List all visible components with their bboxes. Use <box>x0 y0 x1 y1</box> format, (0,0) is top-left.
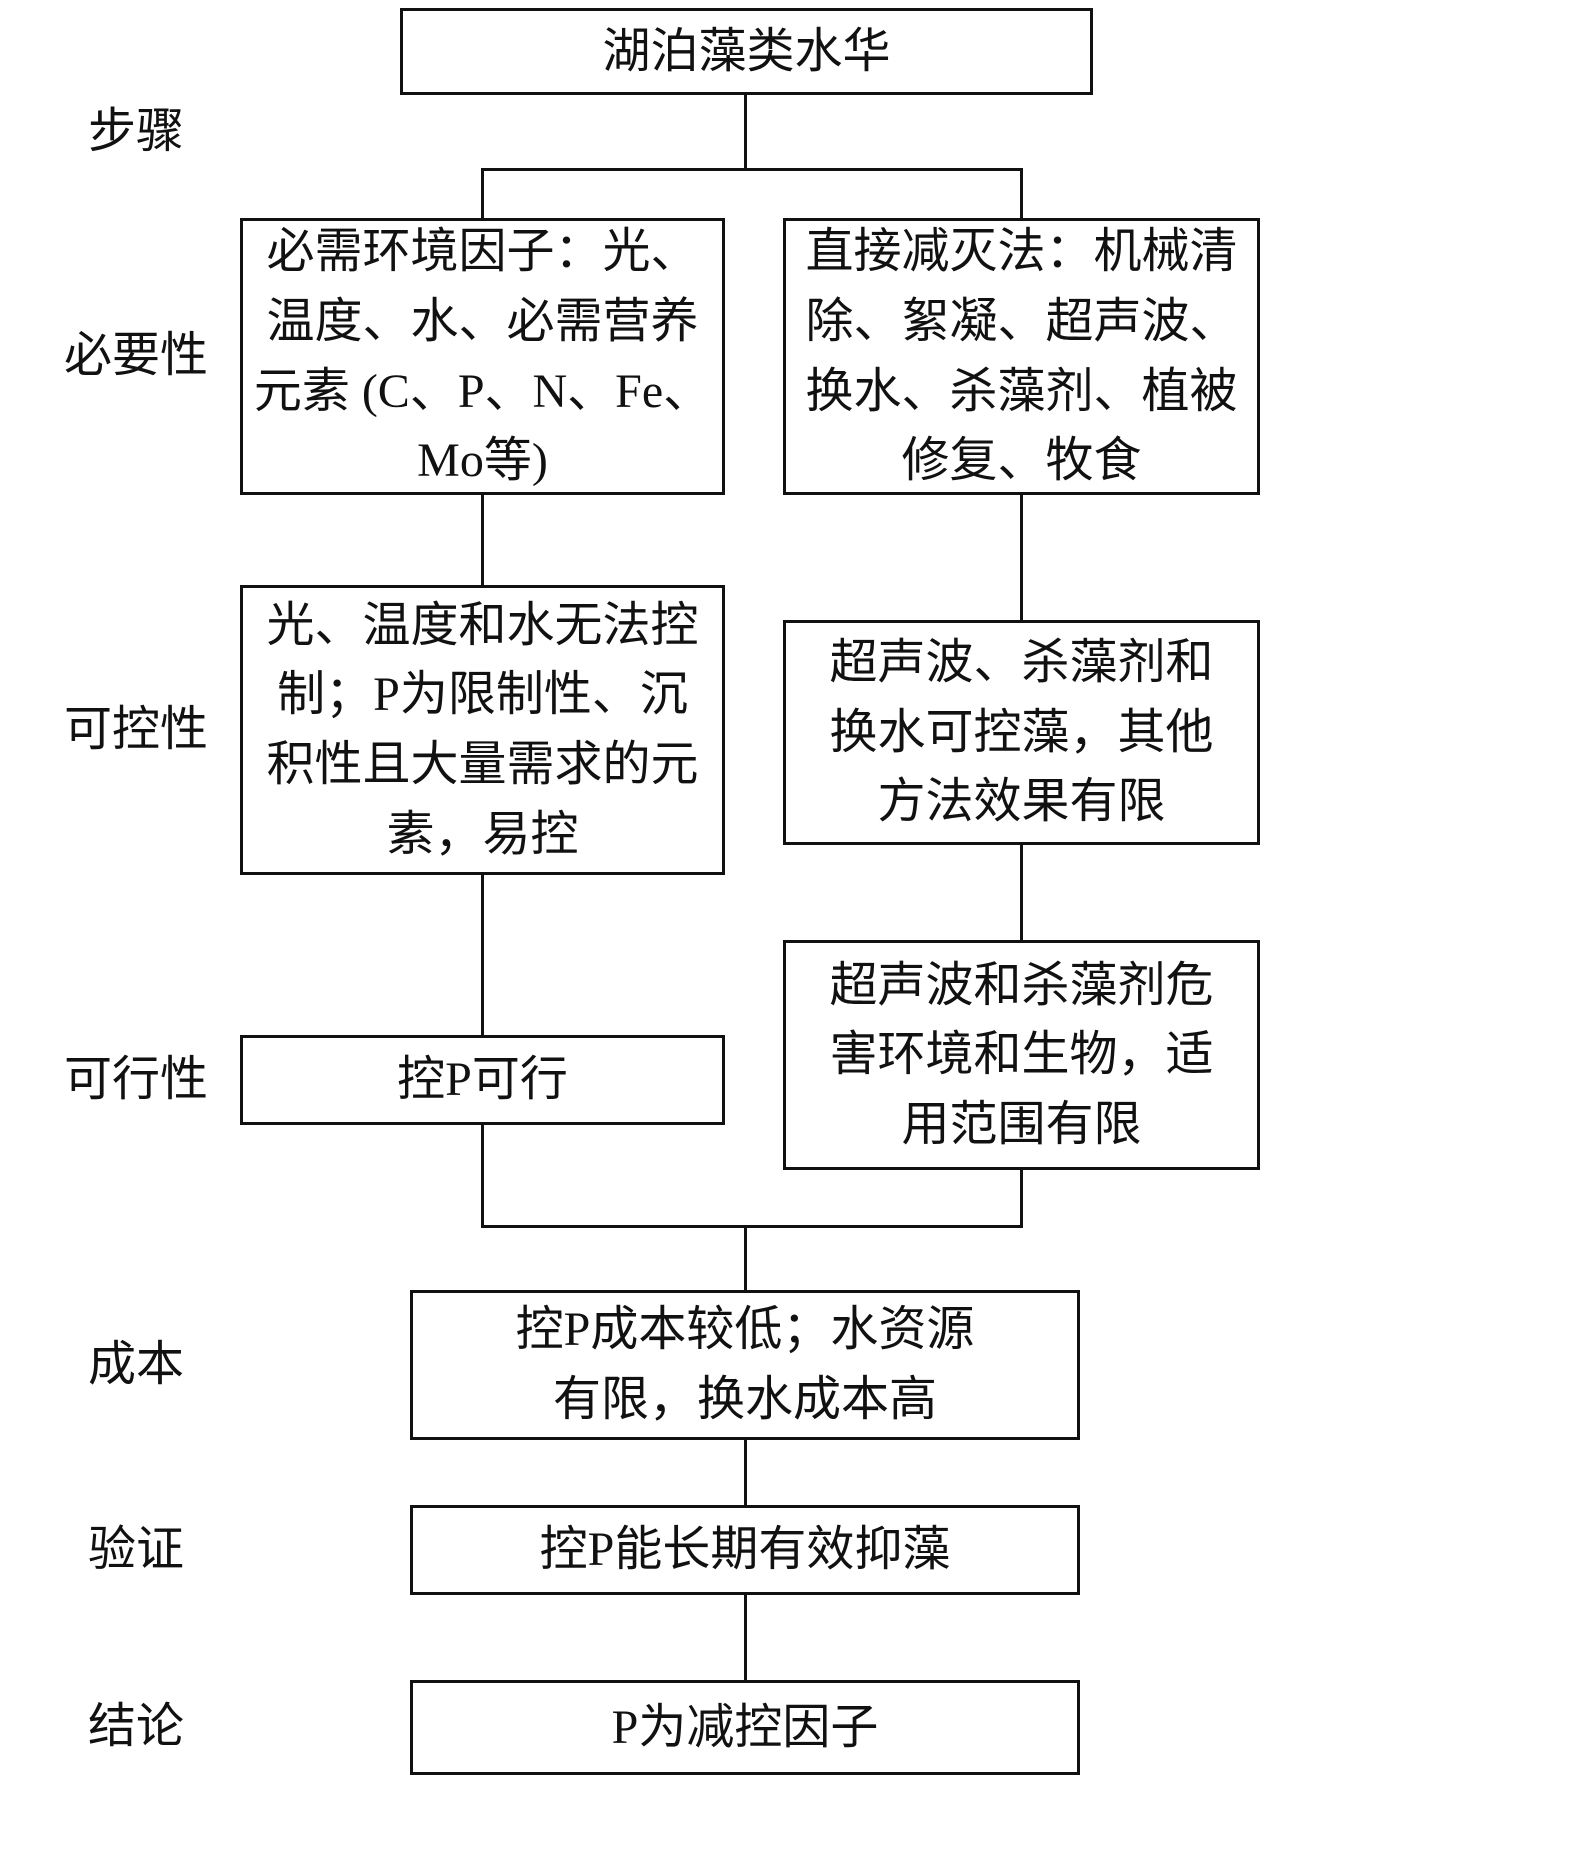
node-necessity-left: 必需环境因子：光、 温度、水、必需营养 元素 (C、P、N、Fe、 Mo等) <box>240 218 725 495</box>
row-label-necessity: 必要性 <box>64 329 209 382</box>
node-conclusion: P为减控因子 <box>410 1680 1080 1775</box>
row-label-verification: 验证 <box>88 1523 185 1576</box>
connector-split-right-drop <box>1020 168 1023 218</box>
node-root: 湖泊藻类水华 <box>400 8 1093 95</box>
row-label-cost: 成本 <box>88 1338 185 1391</box>
connector-root-stem <box>744 95 747 168</box>
node-controllability-right: 超声波、杀藻剂和 换水可控藻，其他 方法效果有限 <box>783 620 1260 845</box>
connector-left-feas-merge <box>481 1125 484 1228</box>
node-verification: 控P能长期有效抑藻 <box>410 1505 1080 1595</box>
connector-cost-verification <box>744 1440 747 1505</box>
connector-left-nec-ctrl <box>481 495 484 585</box>
connector-right-nec-ctrl <box>1020 495 1023 620</box>
connector-left-ctrl-feas <box>481 875 484 1035</box>
node-controllability-left: 光、温度和水无法控 制；P为限制性、沉 积性且大量需求的元 素，易控 <box>240 585 725 875</box>
row-label-conclusion: 结论 <box>88 1700 185 1753</box>
row-label-steps: 步骤 <box>88 105 185 158</box>
connector-right-ctrl-feas <box>1020 845 1023 940</box>
connector-right-feas-merge <box>1020 1170 1023 1228</box>
node-feasibility-left: 控P可行 <box>240 1035 725 1125</box>
connector-merge-bar <box>481 1225 1023 1228</box>
row-label-feasibility: 可行性 <box>64 1053 209 1106</box>
connector-verification-conclusion <box>744 1595 747 1680</box>
row-label-controllability: 可控性 <box>64 703 209 756</box>
connector-split-bar <box>481 168 1023 171</box>
connector-merge-cost <box>744 1228 747 1290</box>
node-cost: 控P成本较低；水资源 有限，换水成本高 <box>410 1290 1080 1440</box>
connector-split-left-drop <box>481 168 484 218</box>
node-feasibility-right: 超声波和杀藻剂危 害环境和生物，适 用范围有限 <box>783 940 1260 1170</box>
node-necessity-right: 直接减灭法：机械清 除、絮凝、超声波、 换水、杀藻剂、植被 修复、牧食 <box>783 218 1260 495</box>
